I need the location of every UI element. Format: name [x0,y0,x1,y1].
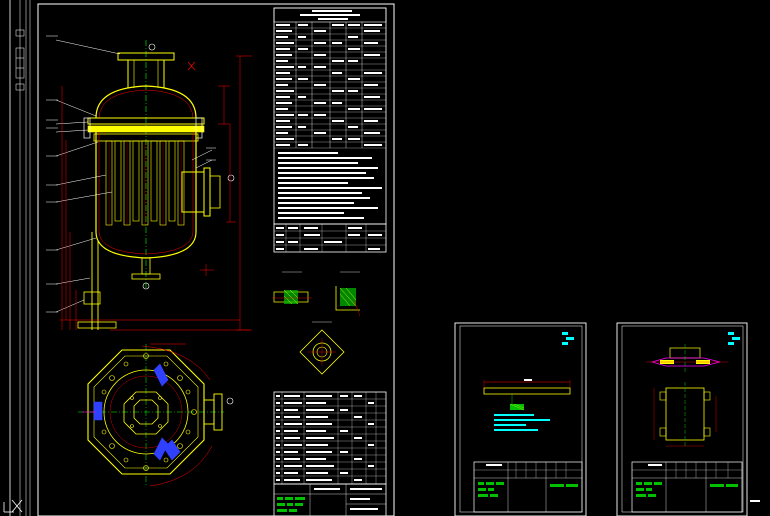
section-detail-b[interactable] [335,271,361,317]
detail-sheet-1[interactable] [454,322,587,516]
part-leaders [46,35,216,313]
ucs-axis-icon [3,499,23,513]
left-margin [9,0,31,516]
sheet1-scale-note [562,332,574,345]
flange-detail[interactable] [646,344,728,447]
detail-sheet-2[interactable] [616,322,760,516]
main-vessel-sheet[interactable] [37,3,395,516]
sheet1-notes [494,414,550,431]
sheet-edge-marker [750,500,760,502]
section-detail-a[interactable] [272,271,312,305]
sheet2-scale-note [728,332,740,345]
plate-detail[interactable] [483,379,571,411]
dimension-lines [60,55,252,331]
technical-data-table[interactable] [273,7,387,253]
title-block[interactable] [273,483,387,516]
filter-vessel-elevation[interactable] [77,40,235,330]
parts-list-table[interactable] [273,391,387,485]
nozzle-detail[interactable] [299,321,345,375]
filter-vessel-plan[interactable] [78,343,234,487]
